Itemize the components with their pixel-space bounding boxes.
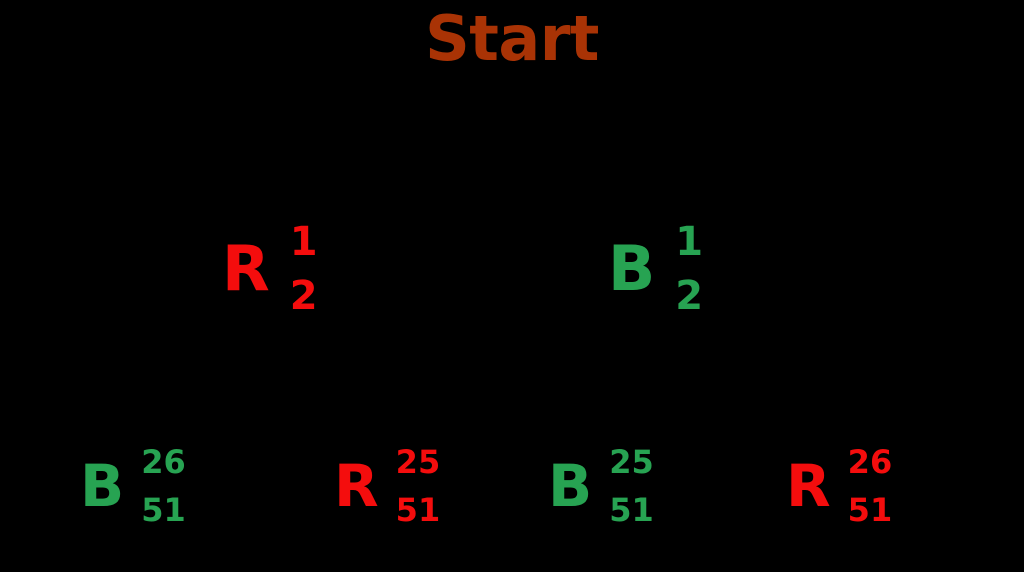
tree-node-level3-3[interactable]: B 25 51 <box>548 446 654 526</box>
fraction-denominator: 2 <box>289 273 318 319</box>
fraction-numerator: 25 <box>609 443 654 481</box>
node-probability-fraction: 26 51 <box>848 446 893 526</box>
node-probability-fraction: 25 51 <box>396 446 441 526</box>
tree-node-level3-2[interactable]: R 25 51 <box>334 446 440 526</box>
tree-node-level2-red[interactable]: R 1 2 <box>222 222 318 316</box>
node-probability-fraction: 1 2 <box>675 222 703 316</box>
fraction-numerator: 26 <box>847 443 893 481</box>
node-probability-fraction: 1 2 <box>290 222 318 316</box>
edge-l2blue-to-l3-4 <box>649 318 821 442</box>
node-letter: R <box>786 452 831 520</box>
edge-l2red-to-l3-2 <box>266 319 370 441</box>
node-letter: R <box>334 452 379 520</box>
node-probability-fraction: 25 51 <box>609 446 654 526</box>
tree-node-level3-4[interactable]: R 26 51 <box>786 446 892 526</box>
node-letter: B <box>608 232 656 305</box>
page-title: Start <box>425 2 599 75</box>
node-letter: B <box>80 452 125 520</box>
fraction-numerator: 26 <box>141 443 186 481</box>
tree-node-level2-blue[interactable]: B 1 2 <box>608 222 703 316</box>
edge-root-to-l2-red <box>261 98 501 217</box>
tree-node-level3-1[interactable]: B 26 51 <box>80 446 186 526</box>
node-letter: R <box>222 232 270 305</box>
edge-l2red-to-l3-1 <box>128 318 248 442</box>
fraction-denominator: 51 <box>395 491 441 529</box>
fraction-numerator: 25 <box>395 443 441 481</box>
fraction-denominator: 51 <box>609 491 654 529</box>
edge-l2blue-to-l3-3 <box>584 319 630 441</box>
node-probability-fraction: 26 51 <box>141 446 186 526</box>
fraction-denominator: 2 <box>675 273 704 319</box>
fraction-numerator: 1 <box>675 219 704 265</box>
node-letter: B <box>548 452 593 520</box>
fraction-denominator: 51 <box>141 491 186 529</box>
fraction-denominator: 51 <box>847 491 893 529</box>
fraction-numerator: 1 <box>289 219 318 265</box>
edge-root-to-l2-blue <box>522 98 642 217</box>
